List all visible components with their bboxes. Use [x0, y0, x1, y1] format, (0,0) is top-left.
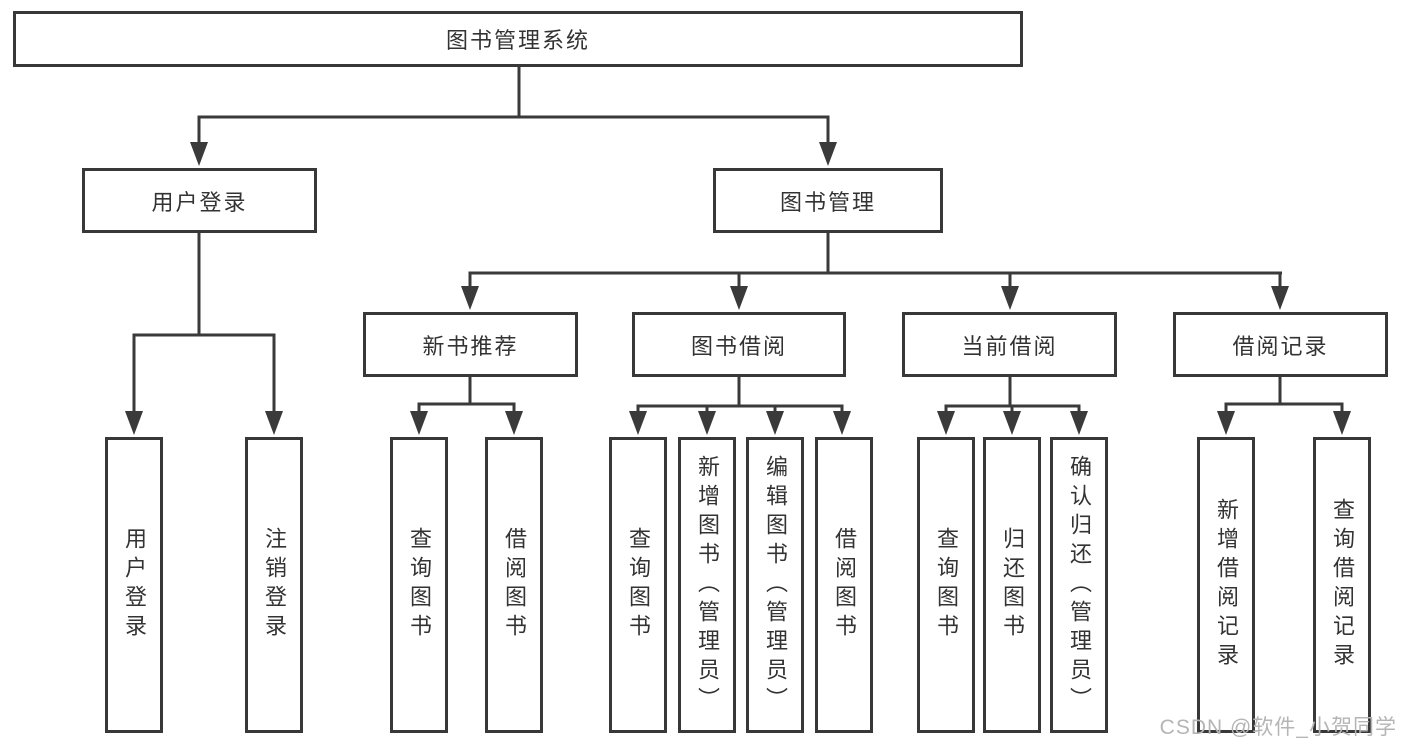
arrowhead-icon — [937, 411, 955, 435]
node-label: 借阅记录 — [1232, 333, 1329, 359]
node-label: 图书借阅 — [690, 333, 787, 359]
node-user-login-branch: 用户登录 — [82, 168, 317, 233]
leaf-label: 借阅图书 — [502, 527, 527, 643]
arrowhead-icon — [265, 411, 283, 435]
arrowhead-icon — [125, 411, 143, 435]
arrowhead-icon — [766, 411, 784, 435]
node-label: 图书管理 — [779, 189, 876, 215]
arrowhead-icon — [1001, 286, 1019, 310]
leaf-label: 归还图书 — [1000, 527, 1025, 643]
arrowhead-icon — [730, 286, 748, 310]
leaf-confirm-return-admin: 确认归还（管理员） — [1050, 437, 1108, 733]
node-book-borrowing: 图书借阅 — [632, 312, 846, 377]
leaf-label: 新增借阅记录 — [1214, 498, 1239, 672]
arrowhead-icon — [833, 411, 851, 435]
leaf-label: 查询图书 — [407, 527, 432, 643]
leaf-label: 新增图书（管理员） — [695, 454, 720, 716]
arrowhead-icon — [1333, 411, 1351, 435]
node-new-book-recommend: 新书推荐 — [363, 312, 578, 377]
node-root: 图书管理系统 — [13, 11, 1023, 67]
leaf-label: 确认归还（管理员） — [1067, 454, 1092, 716]
node-current-borrowing: 当前借阅 — [902, 312, 1117, 377]
leaf-borrow-books-1: 借阅图书 — [485, 437, 543, 733]
leaf-label: 注销登录 — [262, 527, 287, 643]
arrowhead-icon — [629, 411, 647, 435]
arrowhead-icon — [1070, 411, 1088, 435]
node-root-label: 图书管理系统 — [445, 28, 590, 53]
leaf-borrow-books-2: 借阅图书 — [815, 437, 873, 733]
arrowhead-icon — [819, 142, 837, 166]
arrowhead-icon — [410, 411, 428, 435]
leaf-query-borrow-record: 查询借阅记录 — [1313, 437, 1371, 733]
arrowhead-icon — [1271, 286, 1289, 310]
arrowhead-icon — [698, 411, 716, 435]
node-label: 新书推荐 — [422, 333, 519, 359]
leaf-user-login: 用户登录 — [105, 437, 163, 733]
leaf-query-books-2: 查询图书 — [609, 437, 667, 733]
leaf-query-books-1: 查询图书 — [390, 437, 448, 733]
arrowhead-icon — [1217, 411, 1235, 435]
leaf-label: 用户登录 — [122, 527, 147, 643]
leaf-label: 查询图书 — [626, 527, 651, 643]
node-book-management-branch: 图书管理 — [713, 168, 943, 233]
leaf-add-book-admin: 新增图书（管理员） — [678, 437, 736, 733]
leaf-label: 编辑图书（管理员） — [763, 454, 788, 716]
arrowhead-icon — [190, 142, 208, 166]
leaf-label: 查询图书 — [934, 527, 959, 643]
leaf-add-borrow-record: 新增借阅记录 — [1197, 437, 1255, 733]
node-label: 用户登录 — [151, 189, 248, 215]
node-label: 当前借阅 — [961, 333, 1058, 359]
arrowhead-icon — [1003, 411, 1021, 435]
leaf-edit-book-admin: 编辑图书（管理员） — [746, 437, 804, 733]
csdn-watermark: CSDN @软件_小贺同学 — [1159, 716, 1397, 739]
leaf-return-book: 归还图书 — [983, 437, 1041, 733]
leaf-query-books-3: 查询图书 — [917, 437, 975, 733]
node-borrowing-records: 借阅记录 — [1173, 312, 1388, 377]
leaf-label: 查询借阅记录 — [1330, 498, 1355, 672]
leaf-label: 借阅图书 — [832, 527, 857, 643]
arrowhead-icon — [461, 286, 479, 310]
arrowhead-icon — [505, 411, 523, 435]
leaf-logout: 注销登录 — [245, 437, 303, 733]
